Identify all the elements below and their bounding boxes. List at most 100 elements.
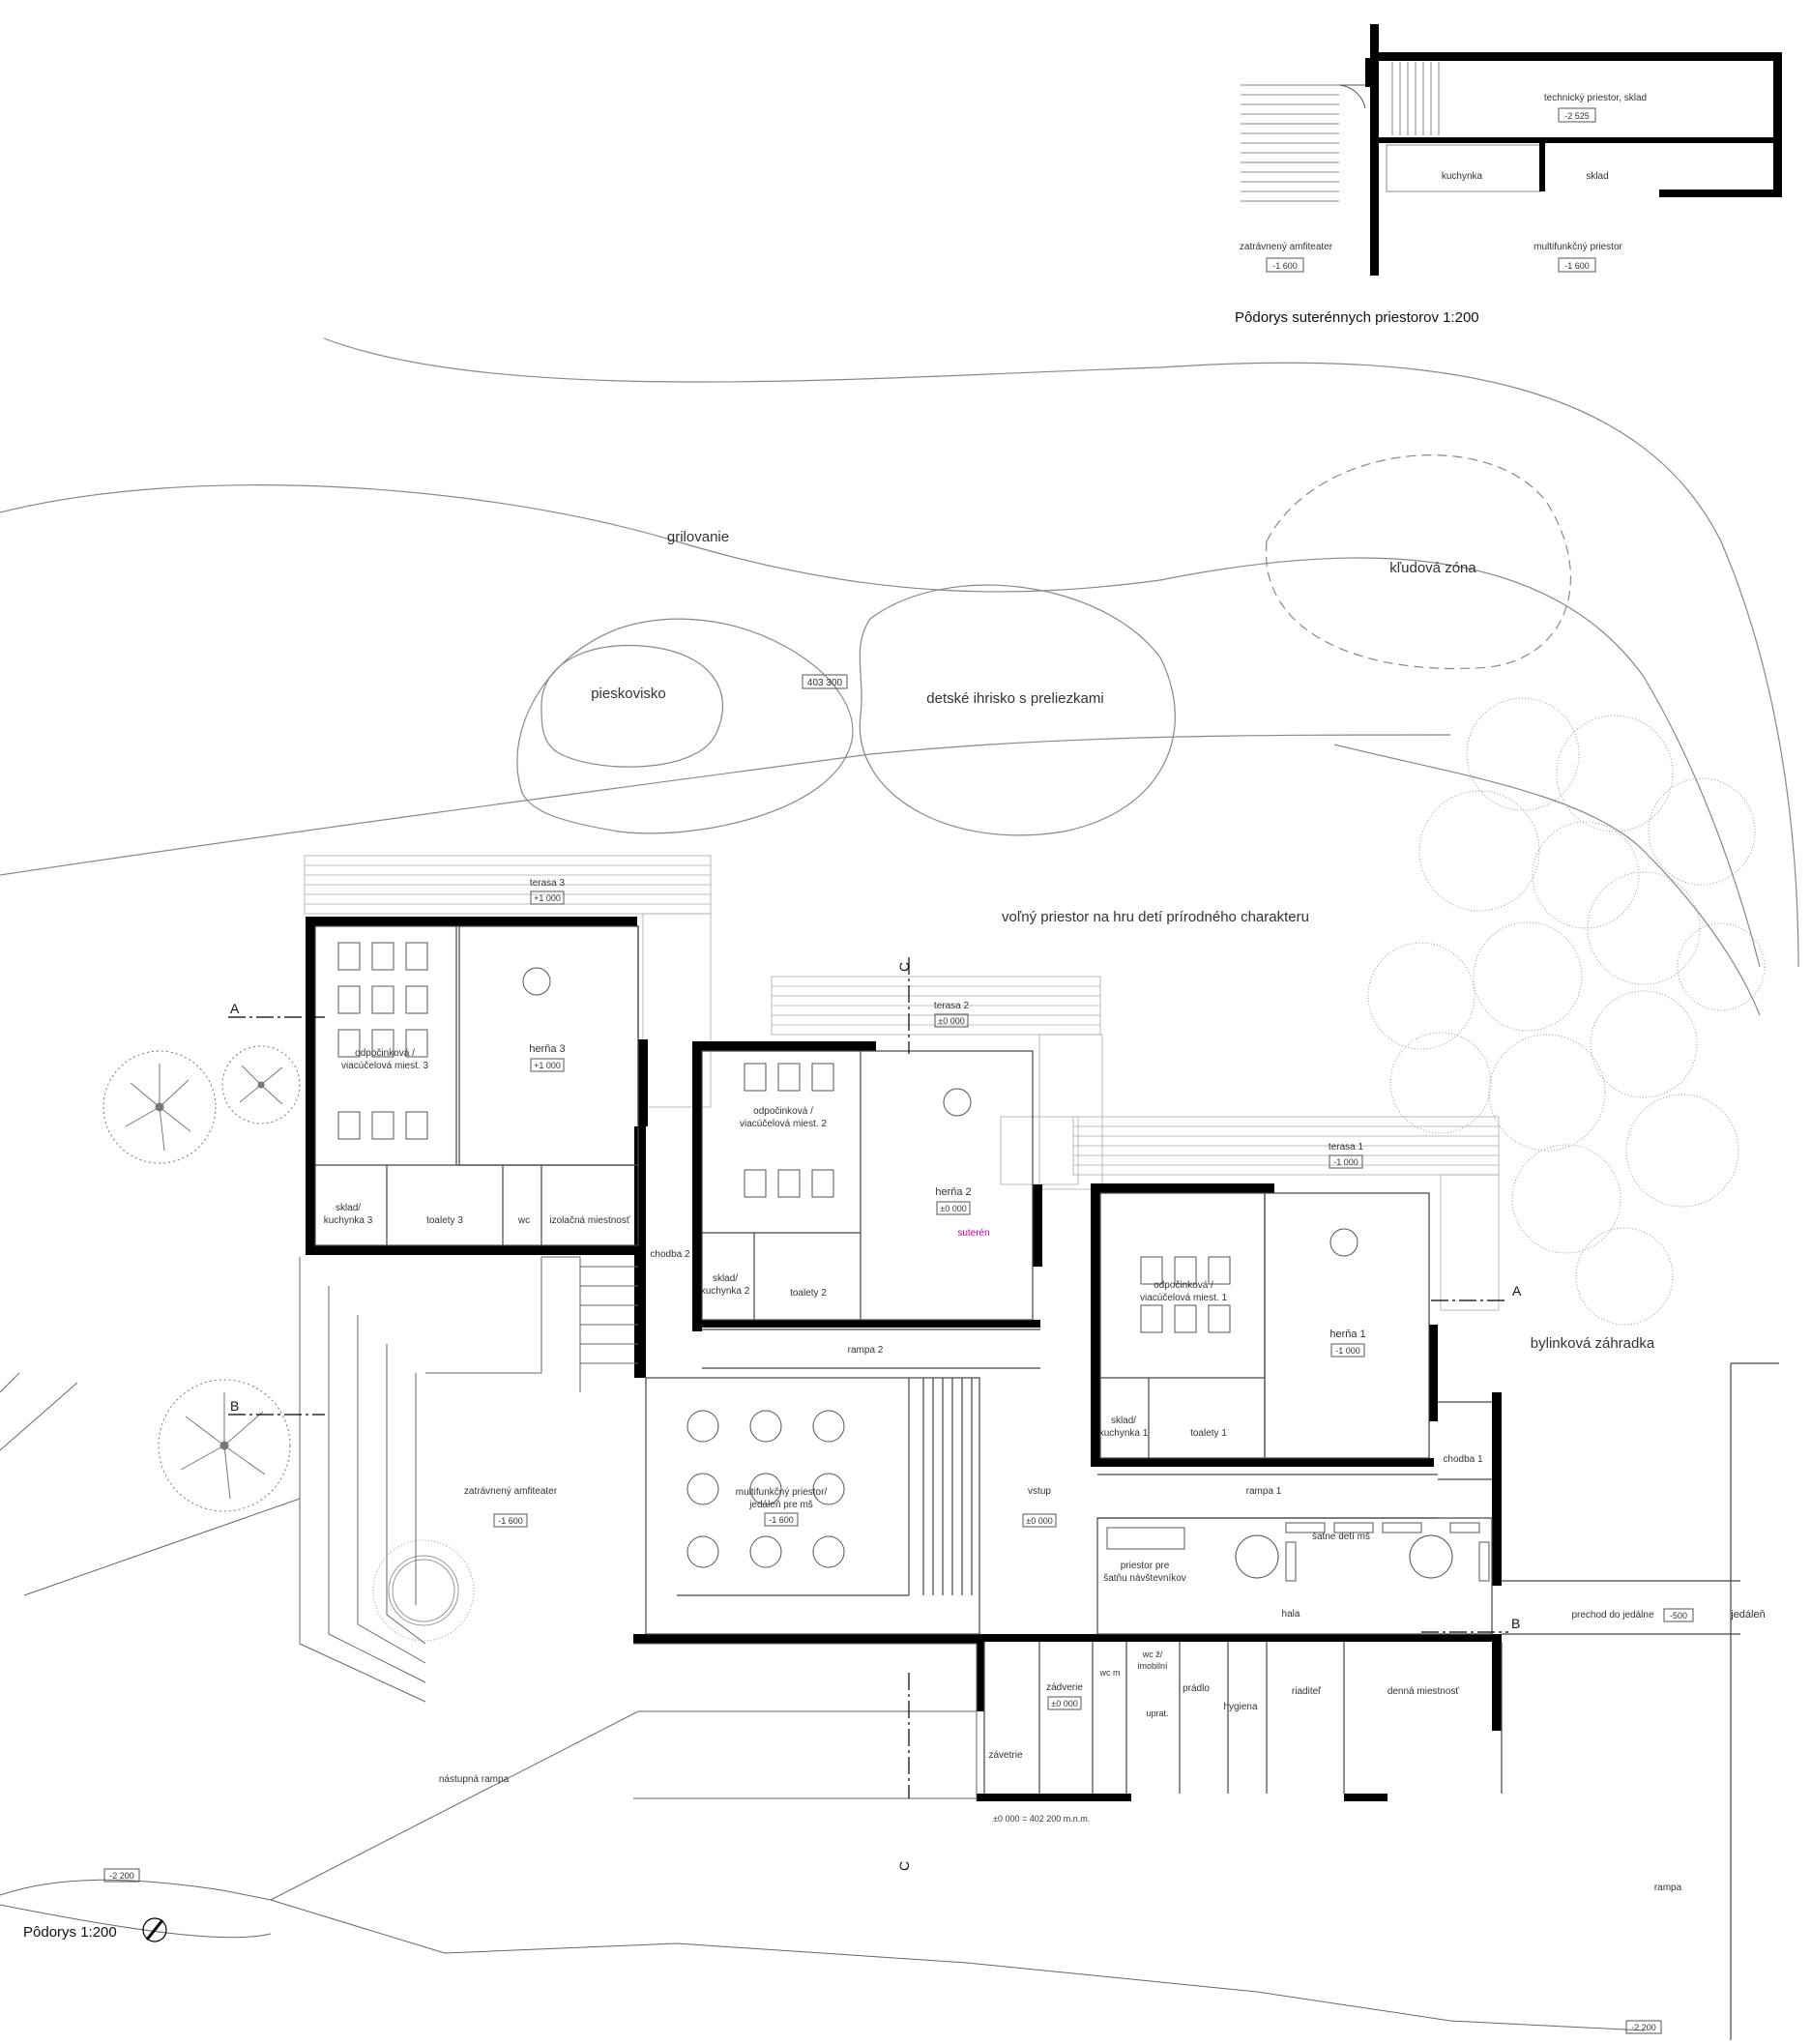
room-label: toalety 1 bbox=[1190, 1428, 1227, 1439]
zone-label: nástupná rampa bbox=[439, 1774, 510, 1785]
level-label: -500 bbox=[1670, 1611, 1687, 1621]
room-label: vstup bbox=[1028, 1486, 1051, 1497]
room-label: šatne detí mš bbox=[1312, 1532, 1370, 1542]
room-label: priestor pre bbox=[1121, 1561, 1170, 1571]
room-label: rampa 1 bbox=[1246, 1486, 1282, 1497]
plan-title: Pôdorys 1:200 bbox=[23, 1924, 117, 1941]
amphitheater-steps bbox=[0, 1256, 1645, 2031]
room-label: hala bbox=[1282, 1609, 1300, 1620]
room-label: sklad/ bbox=[1111, 1416, 1136, 1426]
zone-label: bylinková záhradka bbox=[1531, 1335, 1655, 1352]
level-label: -1 600 bbox=[1564, 261, 1590, 271]
level-label: -2 200 bbox=[1631, 2023, 1656, 2032]
room-label: kuchynka 2 bbox=[701, 1286, 750, 1297]
level-label: ±0 000 bbox=[938, 1016, 964, 1026]
section-marker-c: C bbox=[896, 1861, 912, 1871]
north-arrow-icon bbox=[142, 1917, 167, 1942]
room-label: viacúčelová miest. 2 bbox=[740, 1119, 827, 1129]
section-marker-b: B bbox=[230, 1398, 239, 1414]
room-label: sklad/ bbox=[713, 1273, 738, 1284]
level-label: ±0 000 bbox=[1026, 1516, 1052, 1526]
room-label: hygiena bbox=[1223, 1702, 1257, 1712]
level-label: ±0 000 bbox=[1051, 1699, 1077, 1708]
site-contours bbox=[0, 337, 1799, 1016]
room-label: wc m bbox=[1099, 1668, 1121, 1678]
section-lines bbox=[228, 957, 1508, 1798]
room-label: jedáleň pre mš bbox=[748, 1500, 813, 1510]
zone-label: rampa bbox=[1654, 1883, 1682, 1893]
room-label: imobilní bbox=[1137, 1661, 1168, 1671]
room-label: závetrie bbox=[988, 1750, 1022, 1761]
level-label: -1 000 bbox=[1333, 1157, 1358, 1167]
section-markers: A A B B C C bbox=[230, 962, 1522, 1871]
room-label: wc bbox=[517, 1215, 530, 1226]
basement-marker: suterén bbox=[957, 1228, 989, 1239]
room-label: viacúčelová miest. 1 bbox=[1140, 1293, 1227, 1303]
level-label: 403 300 bbox=[807, 678, 843, 688]
zone-label: jedáleň bbox=[1730, 1609, 1765, 1621]
room-label: odpočinková / bbox=[1154, 1280, 1213, 1291]
room-label: kuchynka 3 bbox=[324, 1215, 373, 1226]
room-label: chodba 2 bbox=[650, 1249, 690, 1260]
level-label: -1 600 bbox=[1272, 261, 1298, 271]
building-walls bbox=[306, 917, 1502, 1801]
section-marker-b: B bbox=[1511, 1616, 1520, 1631]
datum-label: ±0 000 = 402 200 m.n.m. bbox=[993, 1814, 1090, 1824]
room-label: denná miestnosť bbox=[1387, 1686, 1460, 1697]
site-labels: grilovanie kľudová zóna pieskovisko 403 … bbox=[103, 529, 1766, 2034]
room-label: herňa 1 bbox=[1329, 1329, 1365, 1340]
level-label: -1 000 bbox=[1335, 1346, 1360, 1356]
terrace-label: terasa 3 bbox=[530, 878, 566, 889]
room-label: sklad bbox=[1586, 171, 1608, 182]
room-label: herňa 3 bbox=[529, 1043, 565, 1055]
zone-label: pieskovisko bbox=[591, 686, 666, 702]
terrace-label: terasa 1 bbox=[1329, 1142, 1364, 1153]
room-label: technický priestor, sklad bbox=[1544, 93, 1647, 103]
room-label: sklad/ bbox=[336, 1203, 361, 1213]
terrace-label: terasa 2 bbox=[934, 1001, 970, 1011]
room-label: multifunkčný priestor bbox=[1534, 242, 1622, 252]
section-marker-a: A bbox=[230, 1001, 240, 1016]
room-label: prádlo bbox=[1183, 1683, 1210, 1694]
furniture bbox=[337, 942, 1490, 1582]
level-label: -2 525 bbox=[1564, 111, 1590, 121]
room-label: riaditeľ bbox=[1292, 1686, 1322, 1697]
room-labels: terasa 3 +1 000 terasa 2 ±0 000 terasa 1… bbox=[324, 878, 1694, 1824]
level-label: +1 000 bbox=[534, 893, 561, 903]
room-label: zatrávnený amfiteater bbox=[1240, 242, 1333, 252]
room-label: toalety 2 bbox=[790, 1288, 827, 1299]
room-label: zatrávnený amfiteater bbox=[464, 1486, 558, 1497]
room-label: izolačná miestnosť bbox=[549, 1215, 629, 1226]
level-label: -1 600 bbox=[498, 1516, 523, 1526]
room-label: viacúčelová miest. 3 bbox=[341, 1061, 428, 1071]
room-label: šatňu návštevníkov bbox=[1103, 1573, 1186, 1584]
zone-label: detské ihrisko s preliezkami bbox=[926, 690, 1103, 707]
room-label: kuchynka bbox=[1442, 171, 1483, 182]
room-label: zádverie bbox=[1046, 1682, 1083, 1693]
room-label: wc ž/ bbox=[1142, 1650, 1163, 1659]
terrace-hatching bbox=[304, 855, 1500, 1311]
section-marker-a: A bbox=[1512, 1283, 1522, 1299]
room-label: rampa 2 bbox=[848, 1345, 884, 1356]
basement-plan: technický priestor, sklad -2 525 kuchynk… bbox=[1235, 24, 1782, 326]
zone-label: kľudová zóna bbox=[1389, 560, 1476, 576]
deciduous-trees bbox=[102, 1045, 301, 1512]
level-label: -1 600 bbox=[769, 1515, 794, 1525]
room-label: odpočinková / bbox=[355, 1048, 415, 1059]
zone-label: grilovanie bbox=[667, 529, 729, 545]
zone-label: voľný priestor na hru detí prírodného ch… bbox=[1002, 909, 1309, 925]
room-label: toalety 3 bbox=[426, 1215, 463, 1226]
room-label: multifunkčný priestor/ bbox=[736, 1487, 828, 1498]
tree-cluster bbox=[372, 697, 1766, 1642]
interior-lines bbox=[314, 925, 1779, 2040]
room-label: chodba 1 bbox=[1443, 1454, 1483, 1465]
basement-title: Pôdorys suterénnych priestorov 1:200 bbox=[1235, 309, 1479, 326]
room-label: odpočinková / bbox=[753, 1106, 813, 1117]
room-label: herňa 2 bbox=[935, 1186, 971, 1198]
room-label: kuchynka 1 bbox=[1099, 1428, 1149, 1439]
section-marker-c: C bbox=[896, 962, 912, 972]
room-label: uprat. bbox=[1146, 1708, 1168, 1718]
level-label: +1 000 bbox=[534, 1061, 561, 1070]
level-label: ±0 000 bbox=[940, 1204, 966, 1213]
